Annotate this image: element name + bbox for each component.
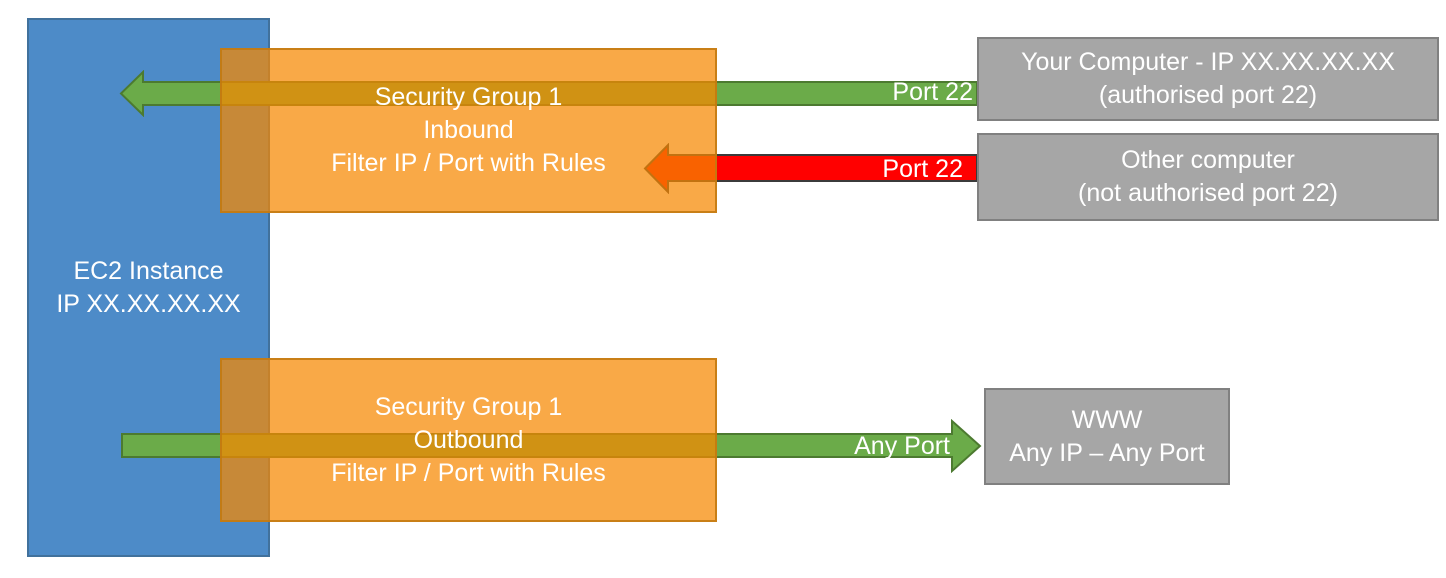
port-22-blocked-label: Port 22 [882,155,963,183]
sg-inbound-description: Filter IP / Port with Rules [331,149,606,177]
your-computer-title: Your Computer - IP XX.XX.XX.XX [1021,48,1395,76]
security-group-outbound-box: Security Group 1 Outbound Filter IP / Po… [220,358,717,522]
ec2-instance-ip: IP XX.XX.XX.XX [56,289,241,318]
www-box: WWW Any IP – Any Port [984,388,1230,485]
sg-inbound-title: Security Group 1 [374,83,563,111]
other-computer-title: Other computer [1121,146,1295,174]
www-note: Any IP – Any Port [1009,438,1205,467]
security-group-inbound-box: Security Group 1 Inbound Filter IP / Por… [220,48,717,213]
www-title: WWW [1071,405,1143,434]
other-computer-box: Other computer (not authorised port 22) [977,133,1439,221]
sg-outbound-description: Filter IP / Port with Rules [331,458,606,487]
your-computer-box: Your Computer - IP XX.XX.XX.XX (authoris… [977,37,1439,121]
other-computer-note: (not authorised port 22) [1078,179,1338,207]
sg-inbound-direction: Inbound [423,116,514,144]
sg-outbound-direction: Outbound [413,425,524,454]
port-22-allowed-label: Port 22 [892,78,973,106]
ec2-instance-name: EC2 Instance [73,256,224,285]
any-port-label: Any Port [854,432,950,460]
your-computer-note: (authorised port 22) [1098,81,1318,109]
sg-outbound-title: Security Group 1 [374,392,563,421]
